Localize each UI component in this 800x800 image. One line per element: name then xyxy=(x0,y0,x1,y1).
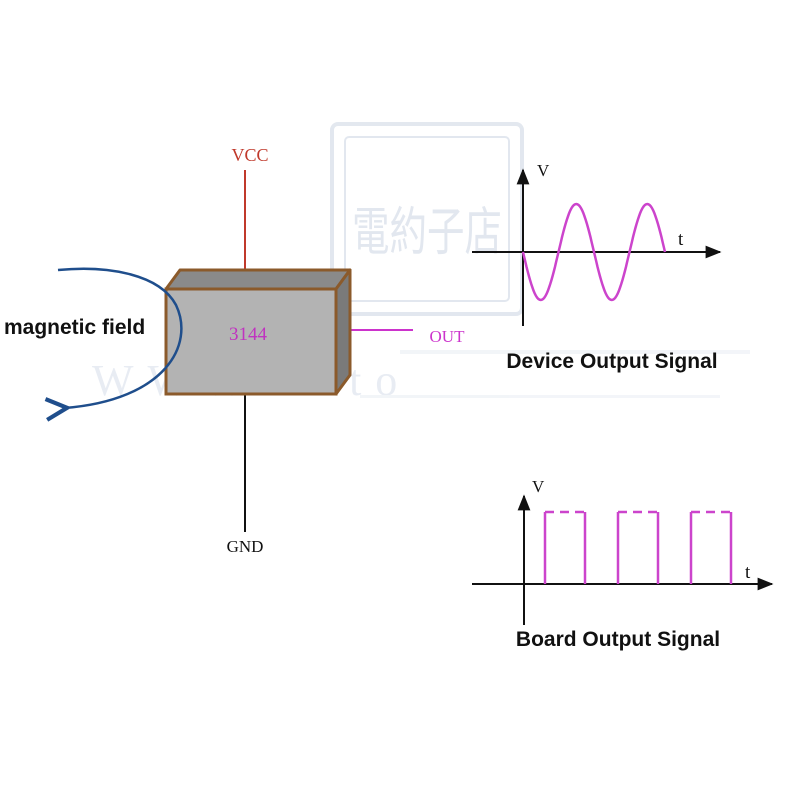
board-t-label: t xyxy=(745,562,751,583)
device-caption: Device Output Signal xyxy=(506,350,717,373)
device-signal-graph: V t Device Output Signal xyxy=(472,161,722,373)
device-t-label: t xyxy=(678,229,684,250)
board-v-label: V xyxy=(532,477,545,496)
chip-label: 3144 xyxy=(229,324,268,345)
device-sine-wave xyxy=(521,202,667,302)
board-square-wave xyxy=(543,510,733,584)
hall-sensor-chip: 3144 xyxy=(164,268,352,396)
out-label: OUT xyxy=(430,327,466,346)
field-label: magnetic field xyxy=(4,316,145,339)
board-caption: Board Output Signal xyxy=(516,628,720,651)
device-v-label: V xyxy=(537,161,550,180)
board-signal-graph: V t Board Output Signal xyxy=(472,477,774,651)
field-arrow xyxy=(58,267,183,408)
gnd-label: GND xyxy=(227,537,264,556)
vcc-label: VCC xyxy=(231,145,268,165)
watermark-seal: 電約子店 xyxy=(352,205,502,262)
